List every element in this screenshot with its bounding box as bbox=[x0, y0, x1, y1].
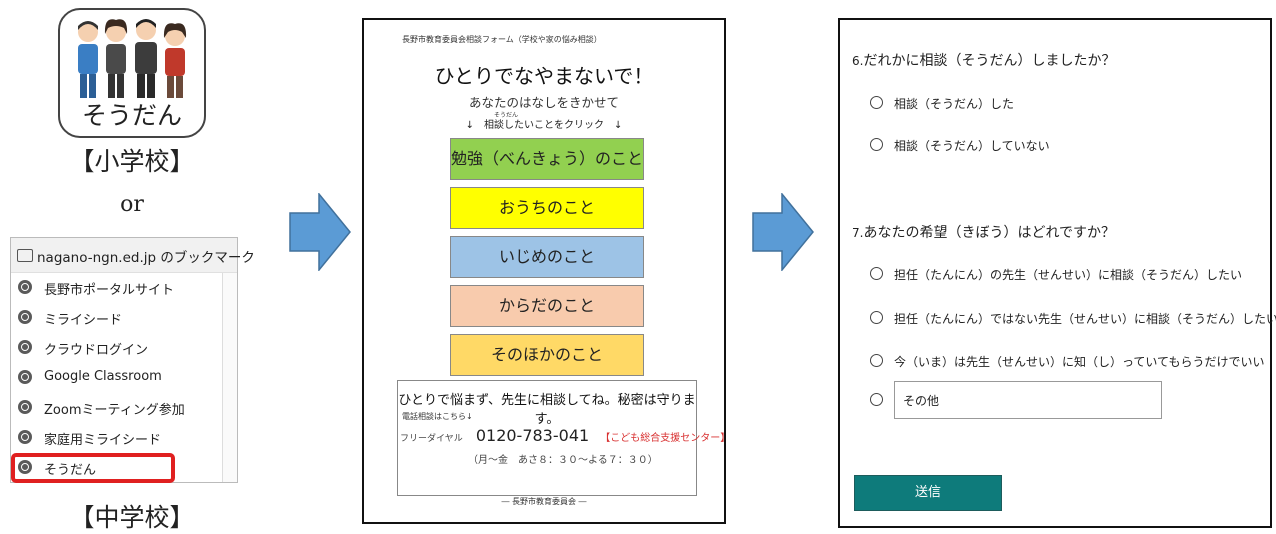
consultation-form-page: 長野市教育委員会相談フォーム（学校や家の悩み相談） ひとりでなやまないで！ あな… bbox=[362, 18, 730, 524]
teachers-illustration bbox=[78, 19, 187, 98]
bookmark-label: クラウドログイン bbox=[44, 343, 149, 358]
bookmark-item-classroom[interactable]: Google Classroom bbox=[11, 363, 221, 393]
topic-body-button[interactable]: からだのこと bbox=[450, 285, 644, 327]
contact-message: ひとりで悩まず、先生に相談してね。秘密は守ります。 bbox=[398, 393, 696, 427]
bookmark-item-portal[interactable]: 長野市ポータルサイト bbox=[11, 273, 221, 303]
globe-icon bbox=[18, 430, 32, 444]
radio-button[interactable] bbox=[870, 96, 883, 109]
form-footer: ― 長野市教育委員会 ― bbox=[501, 497, 587, 506]
junior-high-label: 【中学校】 bbox=[69, 503, 195, 532]
radio-button[interactable] bbox=[870, 354, 883, 367]
submit-button[interactable]: 送信 bbox=[854, 475, 1002, 511]
bookmark-label: Zoomミーティング参加 bbox=[44, 403, 185, 418]
bookmark-header[interactable]: nagano-ngn.ed.jp のブックマーク bbox=[11, 238, 255, 273]
radio-button[interactable] bbox=[870, 267, 883, 280]
option-label: 担任（たんにん）ではない先生（せんせい）に相談（そうだん）したい bbox=[894, 312, 1276, 326]
globe-icon bbox=[18, 310, 32, 324]
phone-consult-label: 電話相談はこちら↓ bbox=[402, 412, 473, 421]
right-arrow-icon bbox=[289, 193, 351, 271]
topic-bullying-button[interactable]: いじめのこと bbox=[450, 236, 644, 278]
bookmark-item-home-miraiseed[interactable]: 家庭用ミライシード bbox=[11, 423, 221, 453]
question-6: 6.だれかに相談（そうだん）しましたか？ bbox=[852, 50, 1115, 70]
folder-icon bbox=[17, 249, 33, 262]
questions-form-page: 6.だれかに相談（そうだん）しましたか？ 相談（そうだん）した 相談（そうだん）… bbox=[838, 18, 1276, 528]
bookmark-item-miraiseed[interactable]: ミライシード bbox=[11, 303, 221, 333]
radio-button[interactable] bbox=[870, 138, 883, 151]
question-text: あなたの希望（きぼう）はどれですか？ bbox=[863, 225, 1116, 241]
highlight-box bbox=[11, 453, 175, 483]
bookmark-panel: nagano-ngn.ed.jp のブックマーク 長野市ポータルサイト ミライシ… bbox=[10, 237, 255, 483]
topic-other-button[interactable]: そのほかのこと bbox=[450, 334, 644, 376]
or-label: or bbox=[120, 192, 144, 217]
free-dial-label: フリーダイヤル bbox=[400, 434, 463, 444]
form-small-heading: 長野市教育委員会相談フォーム（学校や家の悩み相談） bbox=[402, 35, 602, 44]
globe-icon bbox=[18, 400, 32, 414]
question-text: だれかに相談（そうだん）しましたか？ bbox=[863, 53, 1116, 69]
bookmark-header-label: nagano-ngn.ed.jp のブックマーク bbox=[37, 250, 255, 266]
form-ruby: そうだん bbox=[494, 112, 519, 119]
bookmark-label: Google Classroom bbox=[44, 369, 162, 384]
question-number: 7. bbox=[852, 226, 864, 240]
globe-icon bbox=[18, 340, 32, 354]
phone-number[interactable]: 0120-783-041 bbox=[475, 426, 590, 445]
form-subtitle: あなたのはなしをきかせて bbox=[468, 95, 619, 110]
bookmark-item-zoom[interactable]: Zoomミーティング参加 bbox=[11, 393, 221, 423]
bookmark-label: そうだん bbox=[44, 463, 97, 478]
globe-icon bbox=[18, 460, 32, 474]
question-7: 7.あなたの希望（きぼう）はどれですか？ bbox=[852, 222, 1115, 242]
bookmark-item-cloud-login[interactable]: クラウドログイン bbox=[11, 333, 221, 363]
globe-icon bbox=[18, 280, 32, 294]
topic-study-button[interactable]: 勉強（べんきょう）のこと bbox=[450, 138, 644, 180]
option-label: 担任（たんにん）の先生（せんせい）に相談（そうだん）したい bbox=[894, 268, 1243, 282]
app-label: そうだん bbox=[81, 101, 182, 130]
bookmark-label: 家庭用ミライシード bbox=[44, 433, 162, 448]
radio-button[interactable] bbox=[870, 311, 883, 324]
sodan-app-tile[interactable]: そうだん bbox=[58, 8, 206, 138]
radio-button[interactable] bbox=[870, 393, 883, 406]
globe-icon bbox=[18, 370, 32, 384]
center-name: 【こども総合支援センター】 bbox=[600, 433, 731, 444]
bookmark-item-sodan[interactable]: そうだん bbox=[11, 453, 221, 483]
option-label: 相談（そうだん）していない bbox=[894, 139, 1050, 153]
option-label: 今（いま）は先生（せんせい）に知（し）っていてもらうだけでいい bbox=[894, 355, 1265, 369]
form-title: ひとりでなやまないで！ bbox=[434, 64, 654, 88]
bookmark-label: 長野市ポータルサイト bbox=[44, 283, 175, 298]
question-number: 6. bbox=[852, 54, 864, 68]
phone-line: フリーダイヤル 0120-783-041 【こども総合支援センター】 bbox=[400, 426, 730, 445]
other-text-field[interactable] bbox=[894, 381, 1162, 419]
form-guide: ↓ 相談したいことをクリック ↓ bbox=[465, 120, 623, 131]
service-hours: （月～金 あさ８：３０～よる７：３０） bbox=[468, 455, 658, 466]
bookmark-label: ミライシード bbox=[44, 313, 123, 328]
contact-box: ひとりで悩まず、先生に相談してね。秘密は守ります。 電話相談はこちら↓ フリーダ… bbox=[397, 380, 730, 496]
elementary-label: 【小学校】 bbox=[69, 147, 195, 176]
topic-home-button[interactable]: おうちのこと bbox=[450, 187, 644, 229]
right-arrow-icon bbox=[752, 193, 814, 271]
option-label: 相談（そうだん）した bbox=[894, 97, 1015, 111]
bookmark-scrollbar[interactable] bbox=[222, 273, 237, 482]
